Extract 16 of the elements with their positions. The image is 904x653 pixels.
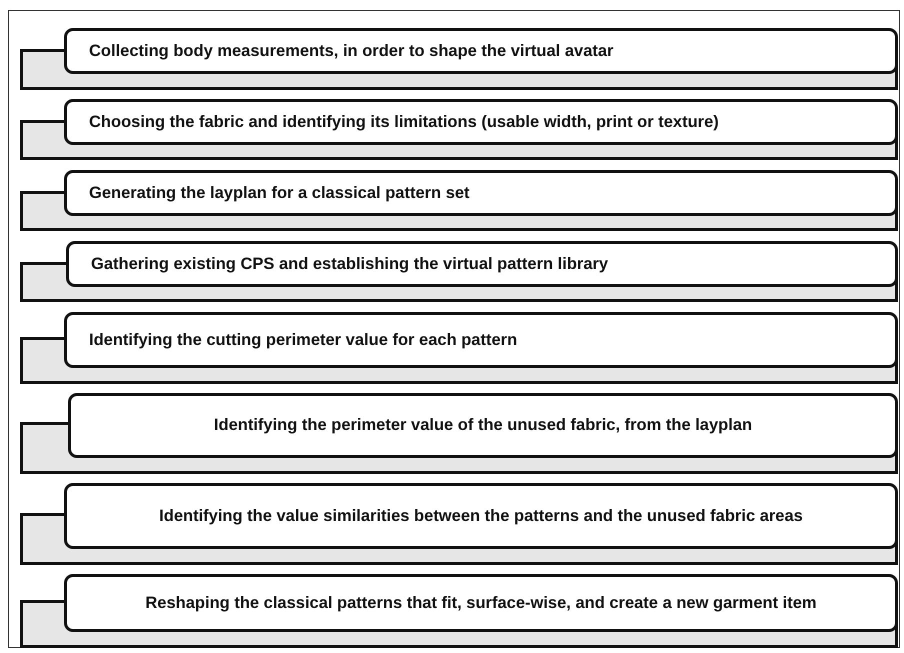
step-text: Gathering existing CPS and establishing the virtual pattern library — [91, 254, 608, 274]
step-card — [20, 241, 898, 302]
step-text: Identifying the cutting perimeter value for each pattern — [89, 330, 518, 350]
step-text: Generating the layplan for a classical pattern set — [89, 182, 470, 204]
step-text: Identifying the perimeter value of the unused fabric, from the layplan — [214, 415, 752, 436]
step-text: Choosing the fabric and identifying its limitations (usable width, print or texture) — [89, 112, 719, 132]
step-card — [20, 28, 898, 90]
step-text: Identifying the value similarities between the patterns and the unused fabric areas — [159, 506, 803, 526]
step-text: Reshaping the classical patterns that fit, surface-wise, and create a new garment item — [145, 592, 817, 614]
step-card — [20, 483, 898, 565]
step-card — [20, 99, 898, 160]
step-card — [20, 170, 898, 231]
step-card — [20, 393, 898, 474]
step-card — [20, 312, 898, 384]
step-text: Collecting body measurements, in order to shape the virtual avatar — [89, 40, 614, 62]
step-card — [20, 574, 898, 648]
